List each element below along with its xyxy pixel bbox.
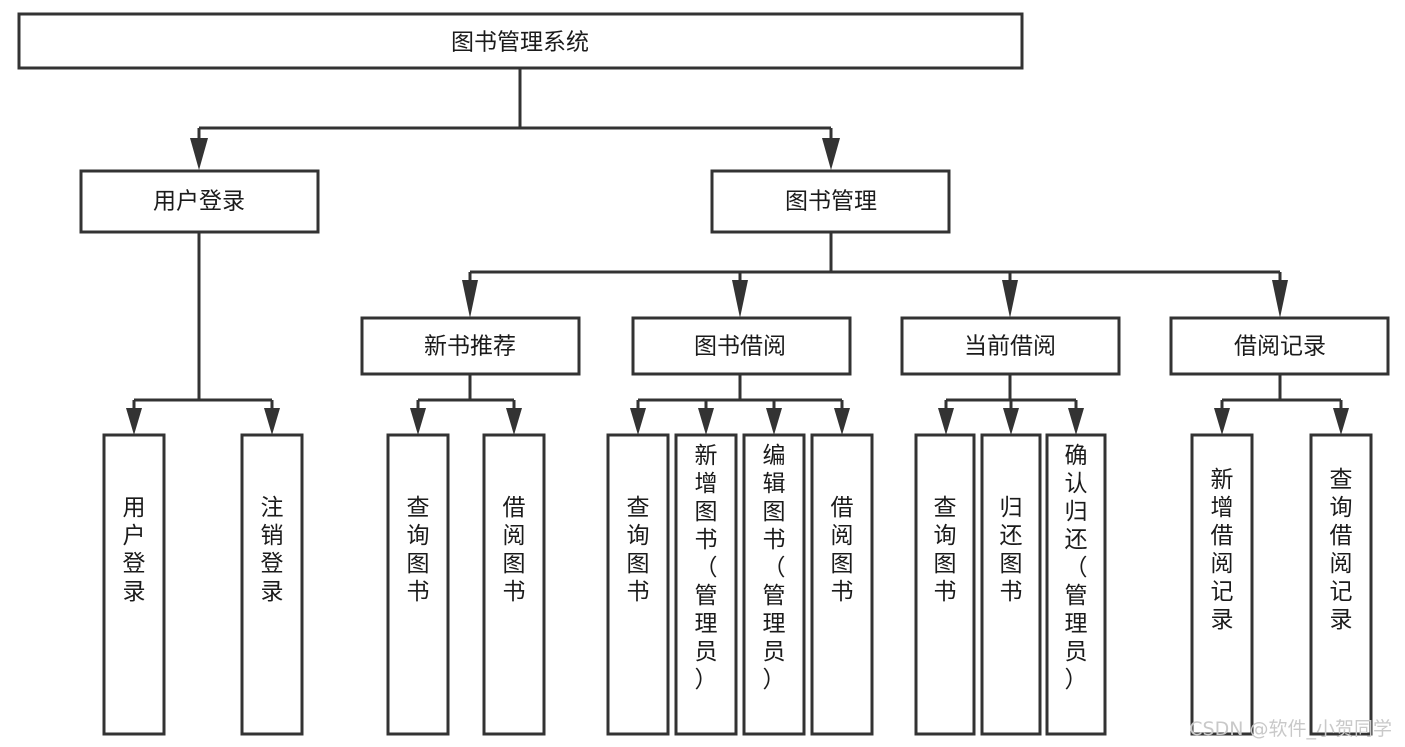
node-leaf-add-book-label: 新增图书（管理员） bbox=[695, 443, 718, 693]
arrow-head-icon bbox=[732, 280, 748, 318]
arrow-head-icon bbox=[1272, 280, 1288, 318]
node-leaf-borrow-book-new[interactable]: 借阅图书 bbox=[482, 433, 546, 736]
node-leaf-borrow-book-new-label: 借阅图书 bbox=[503, 495, 526, 605]
node-root-system-label: 图书管理系统 bbox=[451, 30, 589, 56]
node-leaf-user-login[interactable]: 用户登录 bbox=[102, 433, 166, 736]
node-book-borrow[interactable]: 图书借阅 bbox=[631, 316, 852, 376]
arrow-head-icon bbox=[822, 138, 840, 170]
node-leaf-query-book-current-label: 查询图书 bbox=[934, 495, 957, 605]
arrow-head-icon bbox=[410, 408, 426, 435]
node-leaf-user-logout-label: 注销登录 bbox=[261, 495, 284, 605]
node-leaf-edit-book[interactable]: 编辑图书（管理员） bbox=[742, 433, 806, 736]
node-leaf-borrow-book[interactable]: 借阅图书 bbox=[810, 433, 874, 736]
connector-userlogin-to-leaves bbox=[126, 232, 280, 435]
arrow-head-icon bbox=[190, 138, 208, 170]
node-root-system[interactable]: 图书管理系统 bbox=[17, 12, 1024, 70]
arrow-head-icon bbox=[1068, 408, 1084, 435]
node-leaf-query-book-borrow-label: 查询图书 bbox=[627, 495, 650, 605]
node-leaf-confirm-return-label: 确认归还（管理员） bbox=[1065, 443, 1088, 693]
csdn-watermark: CSDN @软件_小贺同学 bbox=[1189, 718, 1392, 740]
node-borrow-record[interactable]: 借阅记录 bbox=[1169, 316, 1390, 376]
node-user-login-label: 用户登录 bbox=[153, 189, 245, 215]
arrow-head-icon bbox=[1333, 408, 1349, 435]
node-leaf-return-book-label: 归还图书 bbox=[1000, 495, 1023, 605]
arrow-head-icon bbox=[698, 408, 714, 435]
node-leaf-query-record[interactable]: 查询借阅记录 bbox=[1309, 433, 1373, 736]
node-leaf-add-record[interactable]: 新增借阅记录 bbox=[1190, 433, 1254, 736]
connector-newbook-to-leaves bbox=[410, 374, 522, 435]
node-leaf-query-record-label: 查询借阅记录 bbox=[1330, 467, 1353, 633]
connector-borrowrecord-to-leaves bbox=[1214, 374, 1349, 435]
node-current-borrow-label: 当前借阅 bbox=[964, 334, 1056, 360]
node-leaf-borrow-book-label: 借阅图书 bbox=[831, 495, 854, 605]
node-leaf-edit-book-label: 编辑图书（管理员） bbox=[763, 443, 786, 693]
arrow-head-icon bbox=[462, 280, 478, 318]
arrow-head-icon bbox=[1003, 408, 1019, 435]
node-current-borrow[interactable]: 当前借阅 bbox=[900, 316, 1121, 376]
node-leaf-query-book-borrow[interactable]: 查询图书 bbox=[606, 433, 670, 736]
node-leaf-add-book[interactable]: 新增图书（管理员） bbox=[674, 433, 738, 736]
node-new-book-rec-label: 新书推荐 bbox=[424, 334, 516, 360]
connector-bookmanage-to-level3 bbox=[462, 232, 1288, 318]
node-leaf-user-logout[interactable]: 注销登录 bbox=[240, 433, 304, 736]
arrow-head-icon bbox=[834, 408, 850, 435]
node-leaf-user-login-label: 用户登录 bbox=[123, 495, 146, 605]
arrow-head-icon bbox=[630, 408, 646, 435]
node-book-borrow-label: 图书借阅 bbox=[694, 334, 786, 360]
node-user-login[interactable]: 用户登录 bbox=[79, 169, 320, 234]
node-leaf-query-book-current[interactable]: 查询图书 bbox=[914, 433, 976, 736]
node-leaf-return-book[interactable]: 归还图书 bbox=[980, 433, 1042, 736]
arrow-head-icon bbox=[506, 408, 522, 435]
arrow-head-icon bbox=[1214, 408, 1230, 435]
node-book-manage-label: 图书管理 bbox=[785, 189, 877, 215]
connector-root-to-level2 bbox=[190, 68, 840, 170]
node-borrow-record-label: 借阅记录 bbox=[1234, 334, 1326, 360]
node-new-book-rec[interactable]: 新书推荐 bbox=[360, 316, 581, 376]
arrow-head-icon bbox=[126, 408, 142, 435]
arrow-head-icon bbox=[264, 408, 280, 435]
node-leaf-query-book-new-label: 查询图书 bbox=[407, 495, 430, 605]
connector-currentborrow-to-leaves bbox=[938, 374, 1084, 435]
arrow-head-icon bbox=[938, 408, 954, 435]
node-leaf-query-book-new[interactable]: 查询图书 bbox=[386, 433, 450, 736]
node-book-manage[interactable]: 图书管理 bbox=[710, 169, 951, 234]
connector-bookborrow-to-leaves bbox=[630, 374, 850, 435]
arrow-head-icon bbox=[766, 408, 782, 435]
node-leaf-confirm-return[interactable]: 确认归还（管理员） bbox=[1045, 433, 1107, 736]
node-leaf-add-record-label: 新增借阅记录 bbox=[1211, 467, 1234, 633]
arrow-head-icon bbox=[1002, 280, 1018, 318]
